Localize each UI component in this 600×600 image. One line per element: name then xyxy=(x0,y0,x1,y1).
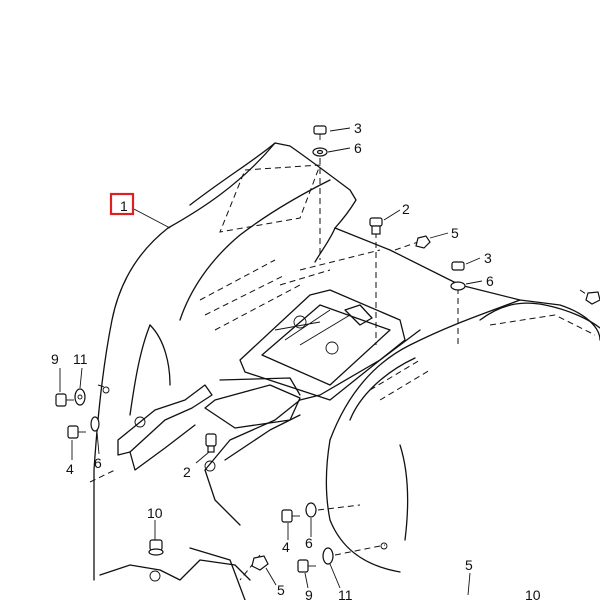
callout-2-lower: 2 xyxy=(183,464,191,480)
callout-4-left: 4 xyxy=(66,461,74,477)
callout-5-top: 5 xyxy=(451,225,459,241)
bolt-2-top xyxy=(369,217,383,227)
bolt-4-left xyxy=(67,425,79,439)
bolt-2-lower xyxy=(205,433,217,447)
callout-11-lower: 11 xyxy=(338,587,353,600)
washer-6-left xyxy=(90,416,100,432)
callout-4-lower: 4 xyxy=(282,539,290,555)
rear-fender xyxy=(89,142,600,600)
washer-6-lower xyxy=(305,502,317,518)
callout-6-lower: 6 xyxy=(305,535,313,551)
callout-6-top: 6 xyxy=(354,140,362,156)
washer-6-right xyxy=(450,281,466,291)
bolt-4-lower xyxy=(281,509,293,523)
nut-5-lower xyxy=(251,555,269,571)
fasteners xyxy=(55,125,600,573)
highlight-box xyxy=(109,192,135,216)
bolt-9-lower xyxy=(297,559,309,573)
bolt-9-left xyxy=(55,393,67,407)
callout-10-bottom: 10 xyxy=(525,587,541,600)
callout-5-lower: 5 xyxy=(277,582,285,598)
washer-11-left xyxy=(74,388,86,406)
leader-lines xyxy=(59,127,483,596)
callout-6-left: 6 xyxy=(94,455,102,471)
callout-6-right: 6 xyxy=(486,273,494,289)
callout-11-left: 11 xyxy=(73,351,88,367)
callout-9-lower: 9 xyxy=(305,587,313,600)
callout-5-bottom: 5 xyxy=(465,557,473,573)
nut-5-top xyxy=(415,235,431,249)
bolt-3-right xyxy=(451,261,465,271)
callout-2-top: 2 xyxy=(402,201,410,217)
nut-right-edge xyxy=(585,291,600,305)
callout-10-left: 10 xyxy=(147,505,163,521)
callout-labels: 1 3 6 2 5 3 6 9 11 4 6 2 10 4 6 5 9 11 5… xyxy=(51,120,541,600)
callout-1: 1 xyxy=(120,198,128,214)
callout-3-right: 3 xyxy=(484,250,492,266)
washer-11-lower xyxy=(322,547,334,565)
bolt-3-top xyxy=(313,125,327,135)
callout-3-top: 3 xyxy=(354,120,362,136)
callout-9-left: 9 xyxy=(51,351,59,367)
